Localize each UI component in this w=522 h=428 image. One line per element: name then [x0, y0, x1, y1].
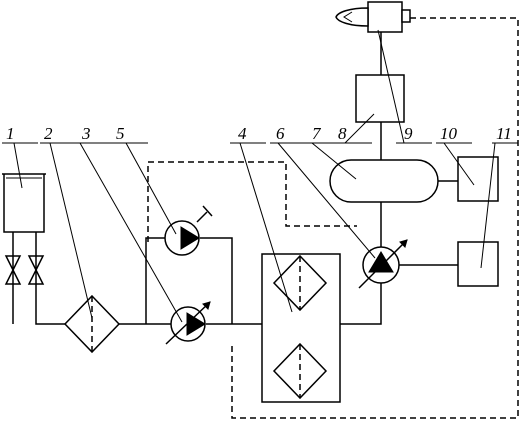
leader-lines — [2, 29, 518, 323]
dashed-control-lines — [147, 17, 519, 419]
nozzle-assembly — [335, 1, 411, 33]
number-labels: 1 2 3 5 4 6 7 8 9 10 11 — [6, 124, 512, 143]
label-11: 11 — [496, 124, 512, 143]
label-5: 5 — [116, 124, 125, 143]
pump-5 — [164, 205, 213, 256]
tank — [2, 173, 46, 233]
label-7: 7 — [312, 124, 322, 143]
reservoir — [329, 159, 439, 203]
label-2: 2 — [44, 124, 53, 143]
block-10 — [457, 156, 499, 202]
filter — [63, 294, 121, 354]
pipelines — [12, 32, 458, 325]
block-11 — [457, 241, 499, 287]
label-10: 10 — [440, 124, 458, 143]
label-8: 8 — [338, 124, 347, 143]
label-3: 3 — [81, 124, 91, 143]
label-9: 9 — [404, 124, 413, 143]
label-1: 1 — [6, 124, 15, 143]
pump-6 — [358, 239, 408, 289]
pump-3 — [165, 301, 211, 345]
heat-exchanger — [261, 253, 341, 403]
valve-right — [27, 255, 45, 285]
block-8 — [355, 74, 405, 123]
label-6: 6 — [276, 124, 285, 143]
label-4: 4 — [238, 124, 247, 143]
valve-left — [4, 255, 22, 285]
